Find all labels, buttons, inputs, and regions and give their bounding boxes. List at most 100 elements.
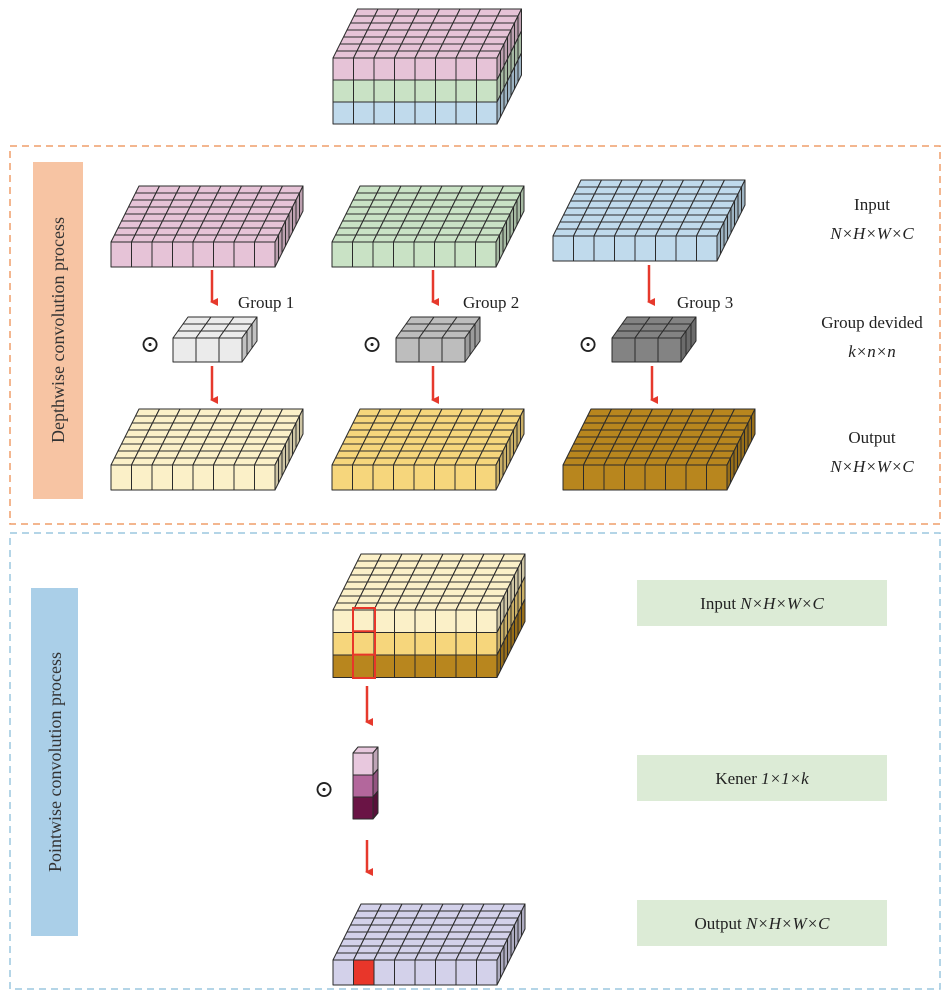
block-front-cell (213, 464, 235, 491)
block-front-cell (435, 79, 457, 103)
block-top-cell (432, 567, 457, 576)
block-front-cell (353, 959, 375, 986)
block-top-cell (379, 443, 405, 452)
block-top-cell (393, 415, 419, 424)
block-top-cell (121, 436, 146, 445)
block-top-cell (418, 903, 444, 912)
block-top-cell (490, 22, 515, 31)
block-front-cell (218, 337, 243, 363)
block-side-cell (251, 316, 258, 349)
block-side-cell (751, 408, 756, 442)
block-top-cell (437, 227, 463, 236)
block-front-cell (455, 654, 477, 678)
block-top-cell (165, 206, 191, 215)
block-top-cell (696, 436, 721, 445)
block-top-cell (499, 185, 525, 194)
block-top-cell (138, 443, 163, 452)
block-top-cell (390, 422, 415, 431)
block-top-cell (196, 408, 222, 417)
block-top-cell (343, 931, 368, 940)
block-top-cell (452, 917, 478, 926)
block-top-cell (624, 415, 650, 424)
block-top-cell (479, 595, 505, 604)
block-top-cell (271, 199, 297, 208)
block-top-cell (621, 422, 646, 431)
block-top-cell (455, 415, 480, 424)
block-top-cell (175, 227, 201, 236)
block-front-cell (634, 235, 656, 262)
block-front-cell (685, 464, 707, 491)
block-front-cell (614, 235, 636, 262)
block-top-cell (641, 214, 667, 223)
block-top-cell (435, 910, 461, 919)
block-top-cell (672, 443, 697, 452)
block-top-cell (573, 436, 598, 445)
block-top-cell (268, 206, 293, 215)
block-front-cell (593, 235, 615, 262)
block-top-cell (415, 560, 440, 569)
block-top-cell (638, 429, 663, 438)
block-top-cell (335, 450, 360, 459)
block-top-cell (367, 574, 392, 583)
block-top-cell (336, 43, 361, 52)
block-top-cell (217, 185, 242, 194)
block-top-cell (254, 234, 279, 243)
block-top-cell (465, 213, 490, 222)
block-front-cell (414, 959, 436, 986)
block-front-cell (373, 609, 395, 633)
block-top-cell (356, 945, 382, 954)
block-top-cell (391, 567, 416, 576)
output-slice-3 (562, 408, 756, 491)
block-top-cell (641, 422, 667, 431)
block-top-cell (496, 192, 521, 201)
block-top-cell (418, 595, 443, 604)
block-top-cell (492, 422, 518, 431)
block-top-cell (233, 234, 259, 243)
block-top-cell (720, 429, 745, 438)
block-top-cell (403, 436, 429, 445)
block-top-cell (356, 43, 382, 52)
block-front-cell (394, 101, 416, 125)
block-front-cell (644, 464, 666, 491)
block-top-cell (196, 450, 221, 459)
block-top-cell (424, 436, 449, 445)
block-top-cell (117, 220, 143, 229)
block-top-cell (465, 436, 490, 445)
output-slice-2 (331, 408, 525, 491)
block-front-cell (372, 241, 394, 268)
block-front-cell (454, 241, 476, 268)
block-top-cell (490, 924, 515, 933)
block-top-cell (374, 910, 399, 919)
block-front-cell (394, 57, 416, 81)
kernel-group-1 (172, 316, 258, 363)
block-top-cell (576, 429, 602, 438)
input-slice-1 (110, 185, 304, 268)
block-top-cell (401, 588, 426, 597)
block-top-cell (459, 595, 484, 604)
block-top-cell (631, 443, 656, 452)
block-top-cell (473, 567, 498, 576)
block-top-cell (349, 199, 374, 208)
block-front-cell (454, 464, 476, 491)
block-front-cell (254, 241, 276, 268)
block-front-cell (414, 609, 436, 633)
block-top-cell (627, 450, 653, 459)
block-top-cell (377, 595, 402, 604)
block-front-cell (435, 632, 457, 656)
block-top-cell (493, 15, 519, 24)
block-top-cell (172, 192, 198, 201)
block-top-cell (441, 443, 466, 452)
block-top-cell (261, 220, 286, 229)
pointwise-side-label: Pointwise convolution process (45, 652, 65, 872)
block-top-cell (445, 931, 471, 940)
block-top-cell (165, 429, 191, 438)
block-top-cell (372, 457, 398, 466)
block-top-cell (469, 574, 495, 583)
block-top-cell (676, 186, 701, 195)
block-top-cell (227, 429, 252, 438)
block-front-cell (441, 337, 466, 363)
block-top-cell (172, 234, 197, 243)
block-top-cell (128, 199, 153, 208)
block-top-cell (172, 457, 197, 466)
block-top-cell (213, 415, 239, 424)
